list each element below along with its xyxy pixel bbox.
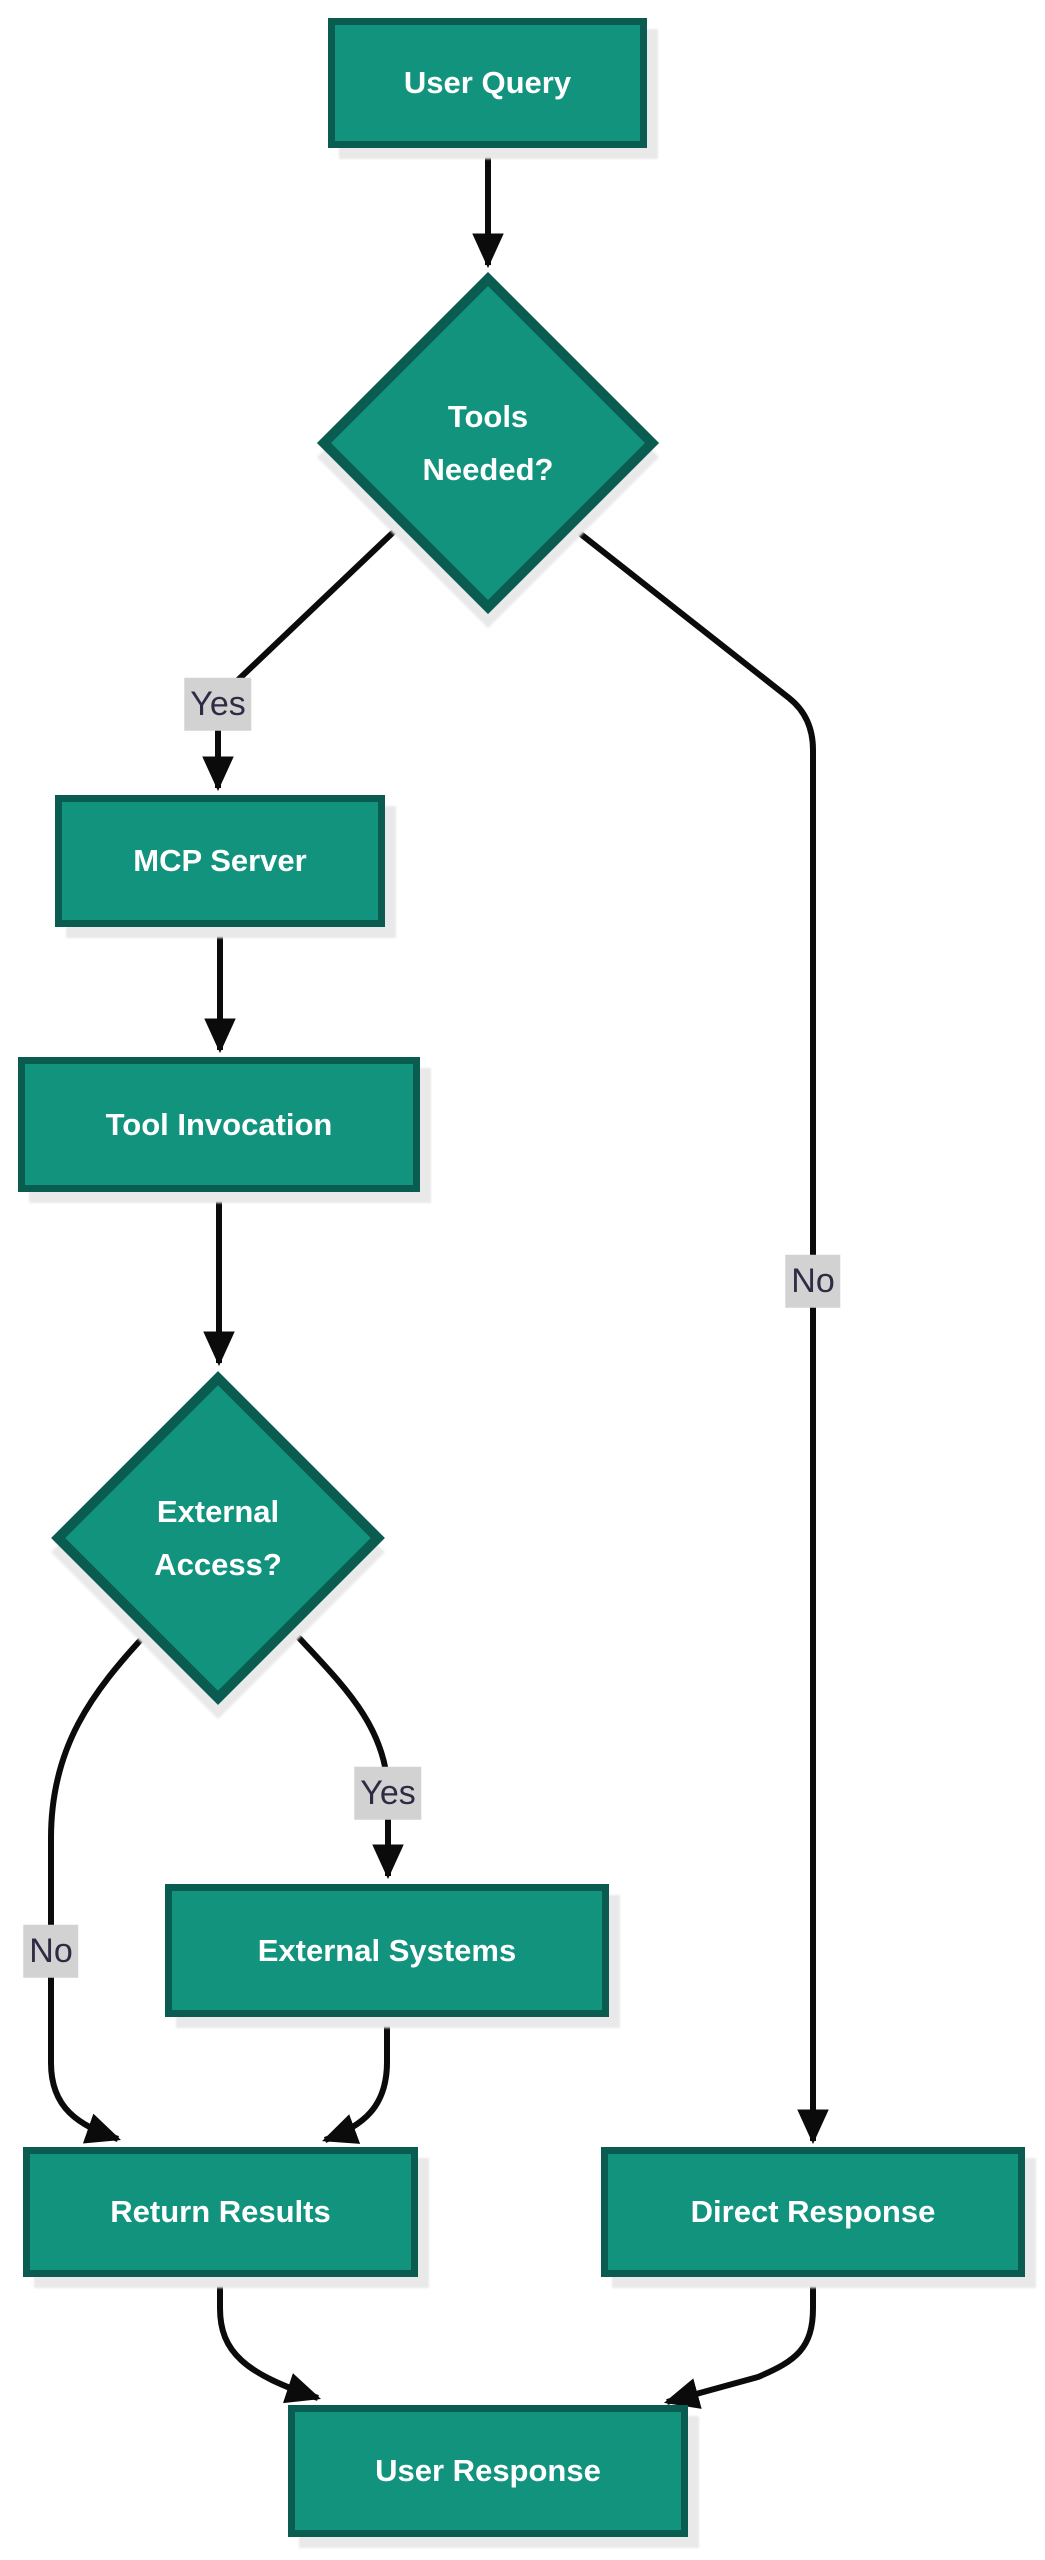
edge-external-access-no-to-return-results	[48, 1630, 150, 2144]
node-tool-invocation: Tool Invocation	[18, 1057, 420, 1192]
edge-label-tools-needed-yes: Yes	[184, 677, 252, 731]
edge-label-tools-needed-no: No	[785, 1254, 841, 1308]
edge-label-external-access-yes: Yes	[354, 1766, 422, 1820]
node-direct-response: Direct Response	[601, 2147, 1025, 2277]
node-mcp-server-label: MCP Server	[133, 843, 307, 878]
node-user-response: User Response	[288, 2405, 688, 2537]
node-external-access-label-wrap: External Access?	[52, 1371, 384, 1705]
edge-label-external-access-no: No	[23, 1924, 79, 1978]
edge-direct-response-to-user-response	[663, 2277, 816, 2409]
node-external-access-label: External Access?	[154, 1493, 282, 1582]
edge-external-systems-to-return-results	[322, 2017, 390, 2144]
node-mcp-server: MCP Server	[55, 795, 385, 927]
node-external-access: External Access?	[51, 1371, 385, 1705]
node-user-response-label: User Response	[375, 2453, 601, 2488]
node-tools-needed-label-wrap: Tools Needed?	[320, 273, 656, 613]
node-tools-needed-label: Tools Needed?	[422, 398, 554, 487]
edge-return-results-to-user-response	[217, 2277, 322, 2404]
node-external-systems-label: External Systems	[257, 1932, 517, 1968]
node-tool-invocation-label: Tool Invocation	[105, 1106, 333, 1142]
node-external-systems: External Systems	[165, 1884, 609, 2017]
node-direct-response-label: Direct Response	[690, 2194, 936, 2229]
node-return-results-label: Return Results	[110, 2194, 331, 2229]
node-user-query-label: User Query	[403, 65, 572, 100]
node-return-results: Return Results	[23, 2147, 418, 2277]
node-tools-needed: Tools Needed?	[316, 271, 660, 615]
edge-tools-needed-no-to-direct-response	[571, 525, 829, 2145]
node-user-query: User Query	[328, 18, 647, 148]
